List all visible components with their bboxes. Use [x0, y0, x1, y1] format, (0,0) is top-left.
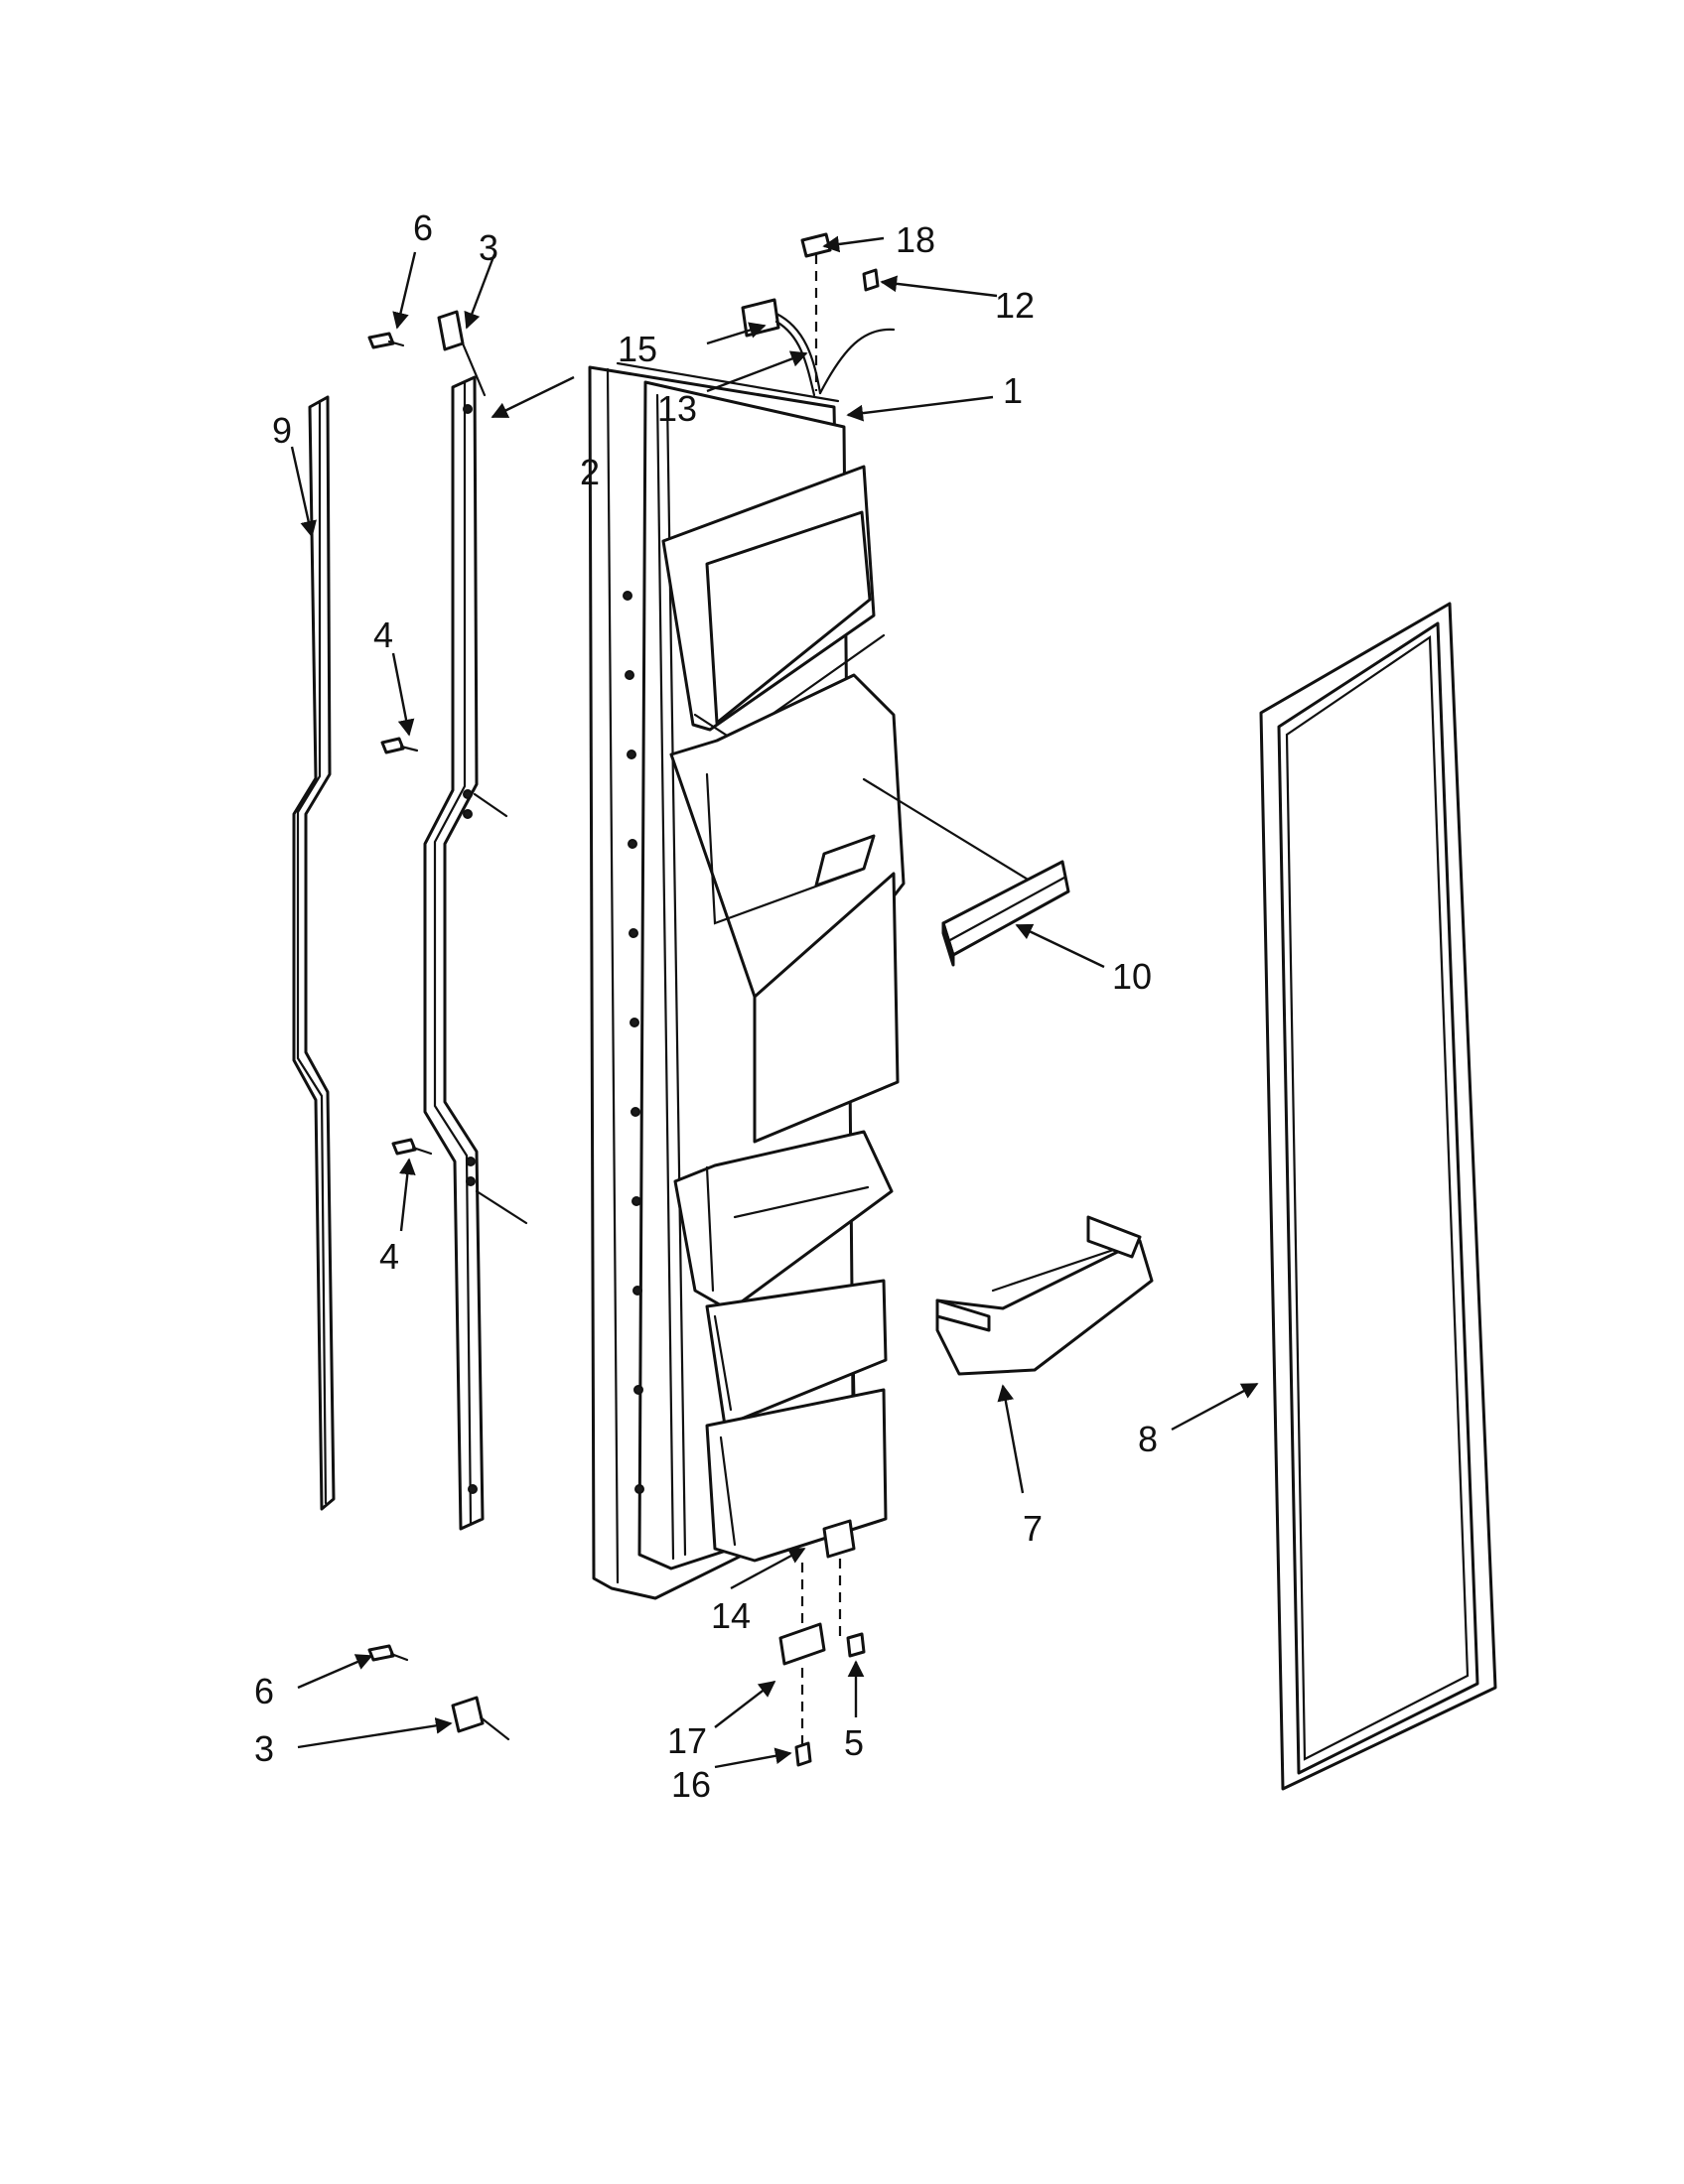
callout-9: 9 [272, 410, 292, 451]
callout-18: 18 [896, 219, 935, 260]
upper-mid-screw [380, 737, 419, 754]
callout-6-bottom: 6 [254, 1671, 274, 1711]
part-10-rail [862, 777, 1070, 967]
callout-1: 1 [1003, 370, 1023, 411]
upper-hinge-hardware [367, 310, 487, 397]
callout-17: 17 [667, 1720, 707, 1761]
callout-16: 16 [671, 1764, 711, 1805]
callout-4-lower: 4 [379, 1236, 399, 1277]
part-7-bin [935, 1215, 1154, 1376]
callout-15: 15 [618, 329, 657, 369]
callout-3-bottom: 3 [254, 1728, 274, 1769]
callout-13: 13 [657, 388, 697, 429]
callout-5: 5 [844, 1722, 864, 1763]
part-2-bar [423, 375, 528, 1531]
lower-hinge-hardware [367, 1644, 510, 1741]
bottom-hinge-hardware [778, 1519, 866, 1767]
part-9-strip [292, 395, 336, 1511]
callout-7: 7 [1023, 1508, 1043, 1549]
lower-mid-screw [391, 1138, 433, 1156]
part-8-gasket [1259, 602, 1497, 1791]
callout-2: 2 [580, 452, 600, 492]
callout-14: 14 [711, 1595, 751, 1636]
part-1-door-panel [588, 361, 906, 1600]
callout-12: 12 [995, 285, 1035, 326]
callout-10: 10 [1112, 956, 1152, 997]
leader-lines [290, 235, 1259, 1769]
callout-8: 8 [1138, 1419, 1158, 1459]
callout-numbers: 6 3 9 2 4 4 1 15 13 18 12 10 7 8 14 5 17… [254, 207, 1158, 1805]
top-wire-harness [741, 232, 896, 397]
callout-4-upper: 4 [373, 614, 393, 655]
callout-3-top: 3 [479, 227, 498, 268]
callout-6-top: 6 [413, 207, 433, 248]
